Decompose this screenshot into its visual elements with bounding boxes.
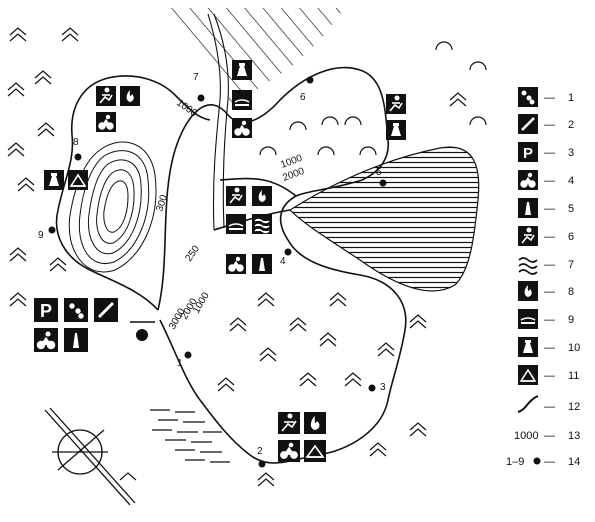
meadow-area: [165, 8, 345, 108]
legend-dash-3: —: [544, 147, 555, 159]
legend-monument-icon: [518, 337, 538, 357]
label-1000-upper: 1000: [174, 97, 199, 119]
legend-num-14: 14: [568, 456, 580, 468]
tile-boat-c: [226, 214, 246, 234]
tile-dots-sw: [64, 298, 88, 322]
point-label-5: 5: [376, 167, 382, 178]
legend-num-11: 11: [568, 370, 579, 382]
legend-num-10: 10: [568, 342, 580, 354]
legend-num-5: 5: [568, 203, 574, 215]
legend-num-12: 12: [568, 401, 580, 413]
point-label-8: 8: [73, 137, 79, 148]
tile-monument-n: [232, 60, 252, 80]
point-label-7: 7: [193, 72, 199, 83]
tile-monument-ne: [386, 120, 406, 140]
tile-runner-nw: [96, 86, 116, 106]
legend-waves-icon: [518, 257, 538, 275]
terrain-marks: [7, 27, 467, 487]
point-label-3: 3: [380, 382, 386, 393]
tile-tent-s: [304, 440, 326, 462]
legend-dash-6: —: [544, 231, 555, 243]
legend-dash-4: —: [544, 175, 555, 187]
legend-cyclist-icon: [518, 170, 538, 190]
legend-fire-icon: [518, 281, 538, 301]
tile-cyclist-s: [278, 440, 300, 462]
point-label-4: 4: [280, 256, 286, 267]
legend-num-2: 2: [568, 119, 574, 131]
tile-cyclist-c: [226, 254, 246, 274]
legend-boat-icon: [518, 309, 538, 329]
legend-dash-9: —: [544, 314, 555, 326]
legend-parking-icon: P: [518, 142, 538, 162]
legend-dash-12: —: [544, 401, 555, 413]
tile-runner-s: [278, 412, 300, 434]
legend: — 1 — 2 P — 3 — 4 — 5 — 6 — 7 — 8 — 9: [506, 87, 580, 468]
compass-icon: [44, 407, 136, 506]
tile-cyclist-nw: [96, 112, 116, 132]
legend-num-6: 6: [568, 231, 574, 243]
tile-waves-c: [252, 214, 272, 234]
legend-dash-13: —: [544, 430, 555, 442]
tile-slash-sw: [94, 298, 118, 322]
legend-runner-icon: [518, 226, 538, 246]
legend-parking-letter: P: [523, 145, 533, 162]
tile-monument-w: [44, 170, 64, 190]
point-label-9: 9: [38, 230, 44, 241]
legend-dots-icon: [518, 87, 538, 107]
legend-dash-11: —: [544, 370, 555, 382]
tile-tent-w: [68, 170, 88, 190]
legend-num-8: 8: [568, 286, 574, 298]
legend-tent-icon: [518, 365, 538, 385]
tile-tower-sw: [64, 328, 88, 352]
start-dot: [136, 329, 148, 341]
legend-distance-number: 1000: [514, 430, 538, 442]
point-label-1: 1: [177, 358, 183, 369]
tile-runner-c: [226, 186, 246, 206]
tile-cyclist-n: [232, 118, 252, 138]
label-250: 250: [183, 243, 202, 263]
legend-dash-5: —: [544, 203, 555, 215]
legend-dash-8: —: [544, 286, 555, 298]
label-300: 300: [154, 193, 170, 213]
swamp-area: [150, 409, 230, 463]
checkpoints: [48, 76, 387, 468]
legend-dash-14: —: [544, 456, 555, 468]
lake: [289, 146, 480, 292]
legend-dash-1: —: [544, 92, 555, 104]
tile-fire-nw: [120, 86, 140, 106]
checkpoint-labels: 1 2 3 4 5 6 7 8 9: [38, 72, 386, 457]
legend-num-9: 9: [568, 314, 574, 326]
legend-dash-2: —: [544, 119, 555, 131]
legend-num-4: 4: [568, 175, 574, 187]
point-label-6: 6: [300, 92, 306, 103]
tile-fire-s: [304, 412, 326, 434]
point-label-2: 2: [257, 446, 263, 457]
legend-checkpoint-range: 1–9: [506, 456, 524, 468]
tile-runner-ne: [386, 94, 406, 114]
legend-tower-icon: [518, 198, 538, 218]
legend-diagonal-slash-icon: [518, 114, 538, 134]
legend-checkpoint-dot: [533, 457, 541, 465]
legend-route-line: [517, 395, 539, 413]
legend-dash-10: —: [544, 342, 555, 354]
bush-marks: [259, 41, 487, 156]
legend-num-1: 1: [568, 92, 574, 104]
hill-contours: [68, 141, 157, 273]
tile-parking-sw: P: [34, 298, 58, 322]
legend-num-7: 7: [568, 259, 574, 271]
legend-dash-7: —: [544, 259, 555, 271]
tile-boat-n: [232, 90, 252, 110]
legend-num-13: 13: [568, 430, 580, 442]
tile-tower-c: [252, 254, 272, 274]
parking-letter: P: [40, 301, 52, 321]
track-road: [207, 13, 229, 231]
tile-cyclist-sw: [34, 328, 58, 352]
tile-fire-c: [252, 186, 272, 206]
legend-num-3: 3: [568, 147, 574, 159]
